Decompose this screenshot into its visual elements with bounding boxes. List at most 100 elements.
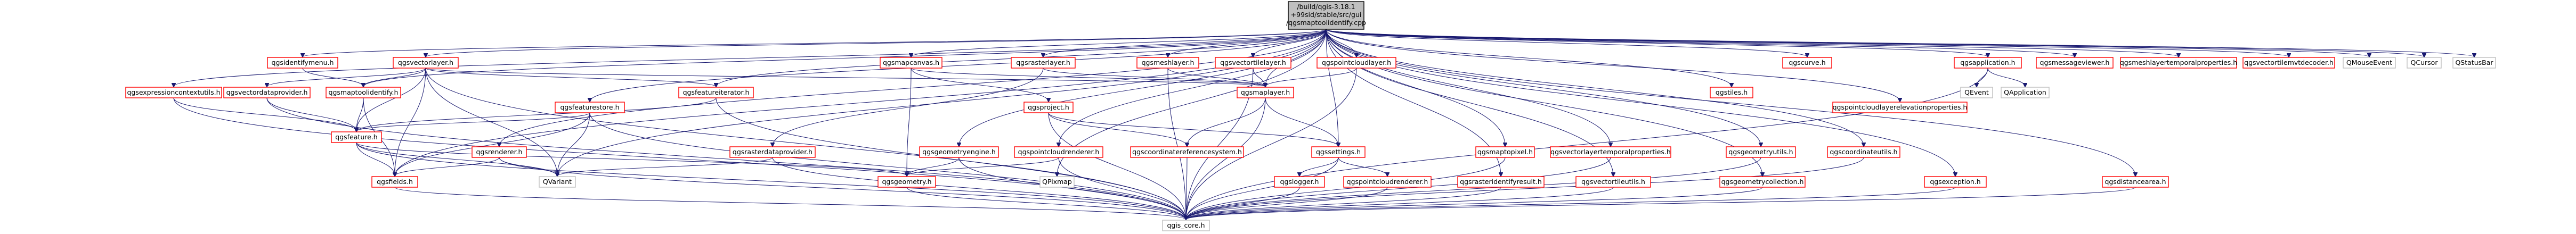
node-qgsexpressioncontextutils-h[interactable]: qgsexpressioncontextutils.h <box>125 87 222 98</box>
edge <box>907 157 960 176</box>
node-qgscurve-h[interactable]: qgscurve.h <box>1782 57 1832 69</box>
edge <box>1326 29 1761 146</box>
node-qgsmaptoolidentify-h[interactable]: qgsmaptoolidentify.h <box>326 87 401 98</box>
node-qgsvectorlayer-h[interactable]: qgsvectorlayer.h <box>393 57 459 69</box>
node-qgsmaplayer-h[interactable]: qgsmaplayer.h <box>1237 87 1294 98</box>
edge <box>1186 157 1506 220</box>
node-qgsmeshlayer-h[interactable]: qgsmeshlayer.h <box>1136 57 1199 69</box>
node-qmouseevent[interactable]: QMouseEvent <box>2343 57 2396 69</box>
node-qgsapplication-h[interactable]: qgsapplication.h <box>1954 57 2022 69</box>
node-label: qgsgeometrycollection.h <box>1721 178 1804 186</box>
node-qgsexception-h[interactable]: qgsexception.h <box>1924 176 1987 188</box>
node-qvariant[interactable]: QVariant <box>539 176 576 188</box>
edge <box>1186 187 1300 220</box>
node-label: qgsexpressioncontextutils.h <box>127 88 220 96</box>
node-qgscoordinatereferencesystem-h[interactable]: qgscoordinatereferencesystem.h <box>1130 146 1244 158</box>
edge <box>1326 29 2075 57</box>
edge <box>499 29 1327 146</box>
node-qgsvectortilelayer-h[interactable]: qgsvectortilelayer.h <box>1215 57 1291 69</box>
edge <box>1186 97 1266 220</box>
node-root-qgsmaptoolidentify-cpp[interactable]: /build/qgis-3.18.1 +99sid/stable/src/gui… <box>1286 1 1366 30</box>
node-qgsrasteridentifyresult-h[interactable]: qgsrasteridentifyresult.h <box>1457 176 1545 188</box>
edge <box>1186 187 1501 220</box>
edge <box>1326 29 1900 102</box>
node-label: qgsrasterdataprovider.h <box>733 148 812 156</box>
node-qgsmessageviewer-h[interactable]: qgsmessageviewer.h <box>2036 57 2114 69</box>
edge <box>356 97 364 131</box>
node-qgsrasterlayer-h[interactable]: qgsrasterlayer.h <box>1011 57 1076 69</box>
node-qgsidentifymenu-h[interactable]: qgsidentifymenu.h <box>267 57 338 69</box>
edge <box>911 29 1327 57</box>
edge <box>907 68 912 176</box>
node-label: qgsmeshlayer.h <box>1142 59 1194 66</box>
node-qgsgeometryutils-h[interactable]: qgsgeometryutils.h <box>1726 146 1796 158</box>
node-qgsfields-h[interactable]: qgsfields.h <box>371 176 418 188</box>
node-label: qgsfeature.h <box>335 133 377 141</box>
node-qstatusbar[interactable]: QStatusBar <box>2452 57 2496 69</box>
root-line-3: /qgsmaptoolidentify.cpp <box>1286 19 1366 27</box>
node-qgscoordinateutils-h[interactable]: qgscoordinateutils.h <box>1827 146 1900 158</box>
edge <box>1186 157 1611 220</box>
node-qgsmeshlayertemporalproperties-h[interactable]: qgsmeshlayertemporalproperties.h <box>2120 57 2237 69</box>
edge <box>906 187 1186 220</box>
node-qpixmap[interactable]: QPixmap <box>1039 176 1075 188</box>
node-qgsgeometry-h[interactable]: qgsgeometry.h <box>877 176 936 188</box>
edge <box>1326 29 1611 146</box>
node-qgsvectortilemvtdecoder-h[interactable]: qgsvectortilemvtdecoder.h <box>2242 57 2335 69</box>
edge <box>1186 157 1339 220</box>
edges-layer <box>174 29 2474 220</box>
node-qgsproject-h[interactable]: qgsproject.h <box>1023 102 1074 113</box>
node-qgsrasterdataprovider-h[interactable]: qgsrasterdataprovider.h <box>729 146 816 158</box>
node-label: qgsgeometryutils.h <box>1728 148 1793 156</box>
node-qgsgeometrycollection-h[interactable]: qgsgeometrycollection.h <box>1719 176 1806 188</box>
edge <box>266 97 1186 220</box>
node-qgsfeature-h[interactable]: qgsfeature.h <box>331 131 382 143</box>
node-label: qgsvectortilelayer.h <box>1220 59 1286 66</box>
node-qgsgeometryengine-h[interactable]: qgsgeometryengine.h <box>919 146 999 158</box>
edge <box>1326 29 2474 57</box>
node-qgslogger-h[interactable]: qgslogger.h <box>1274 176 1325 188</box>
node-qevent[interactable]: QEvent <box>1960 87 1993 98</box>
node-qgspointcloudlayer-h[interactable]: qgspointcloudlayer.h <box>1317 57 1396 69</box>
node-qgspointcloudrenderer-h-2[interactable]: qgspointcloudrenderer.h <box>1343 176 1432 188</box>
edge <box>356 142 395 176</box>
edge <box>1326 29 1988 57</box>
edge <box>1326 29 1338 146</box>
node-qgssettings-h[interactable]: qgssettings.h <box>1311 146 1366 158</box>
node-label: qgsvectordataprovider.h <box>226 88 308 96</box>
node-label: qgsvectorlayertemporalproperties.h <box>1550 148 1671 156</box>
nodes-layer: /build/qgis-3.18.1 +99sid/stable/src/gui… <box>125 1 2496 231</box>
edge <box>173 97 1186 220</box>
node-label: qgsdistancearea.h <box>2104 178 2166 186</box>
node-label: qgsexception.h <box>1930 178 1980 186</box>
node-qgis-core-h[interactable]: qgis_core.h <box>1162 220 1210 231</box>
edge <box>1253 29 1327 57</box>
node-qgsmapcanvas-h[interactable]: qgsmapcanvas.h <box>880 57 942 69</box>
node-label: qgspointcloudrenderer.h <box>1347 178 1428 186</box>
edge <box>1987 68 2025 87</box>
node-label: qgsfeatureiterator.h <box>683 88 750 96</box>
edge <box>1299 157 1339 176</box>
edge <box>1186 187 2136 220</box>
node-qgstiles-h[interactable]: qgstiles.h <box>1710 87 1753 98</box>
node-label: qgslogger.h <box>1280 178 1319 186</box>
node-qgsvectortileutils-h[interactable]: qgsvectortileutils.h <box>1575 176 1651 188</box>
node-qgsfeaturestore-h[interactable]: qgsfeaturestore.h <box>555 102 625 113</box>
edge <box>356 97 717 131</box>
node-qgspointcloudlayerelevationproperties-h[interactable]: qgspointcloudlayerelevationproperties.h <box>1832 102 1968 113</box>
node-qgsfeatureiterator-h[interactable]: qgsfeatureiterator.h <box>678 87 754 98</box>
node-qgsvectordataprovider-h[interactable]: qgsvectordataprovider.h <box>223 87 311 98</box>
node-label: QMouseEvent <box>2346 59 2392 66</box>
edge <box>1338 157 1387 176</box>
node-qapplication[interactable]: QApplication <box>2001 87 2050 98</box>
node-label: qgsrasterlayer.h <box>1016 59 1070 66</box>
edge <box>267 68 426 87</box>
node-qgsdistancearea-h[interactable]: qgsdistancearea.h <box>2102 176 2169 188</box>
root-line-1: /build/qgis-3.18.1 <box>1297 3 1355 11</box>
node-qgsvectorlayertemporalproperties-h[interactable]: qgsvectorlayertemporalproperties.h <box>1550 146 1671 158</box>
node-qgsmaptopixel-h[interactable]: qgsmaptopixel.h <box>1475 146 1535 158</box>
node-qgspointcloudrenderer-h[interactable]: qgspointcloudrenderer.h <box>1014 146 1103 158</box>
edge <box>302 68 363 87</box>
node-qcursor[interactable]: QCursor <box>2407 57 2442 69</box>
node-qgsrenderer-h[interactable]: qgsrenderer.h <box>472 146 527 158</box>
